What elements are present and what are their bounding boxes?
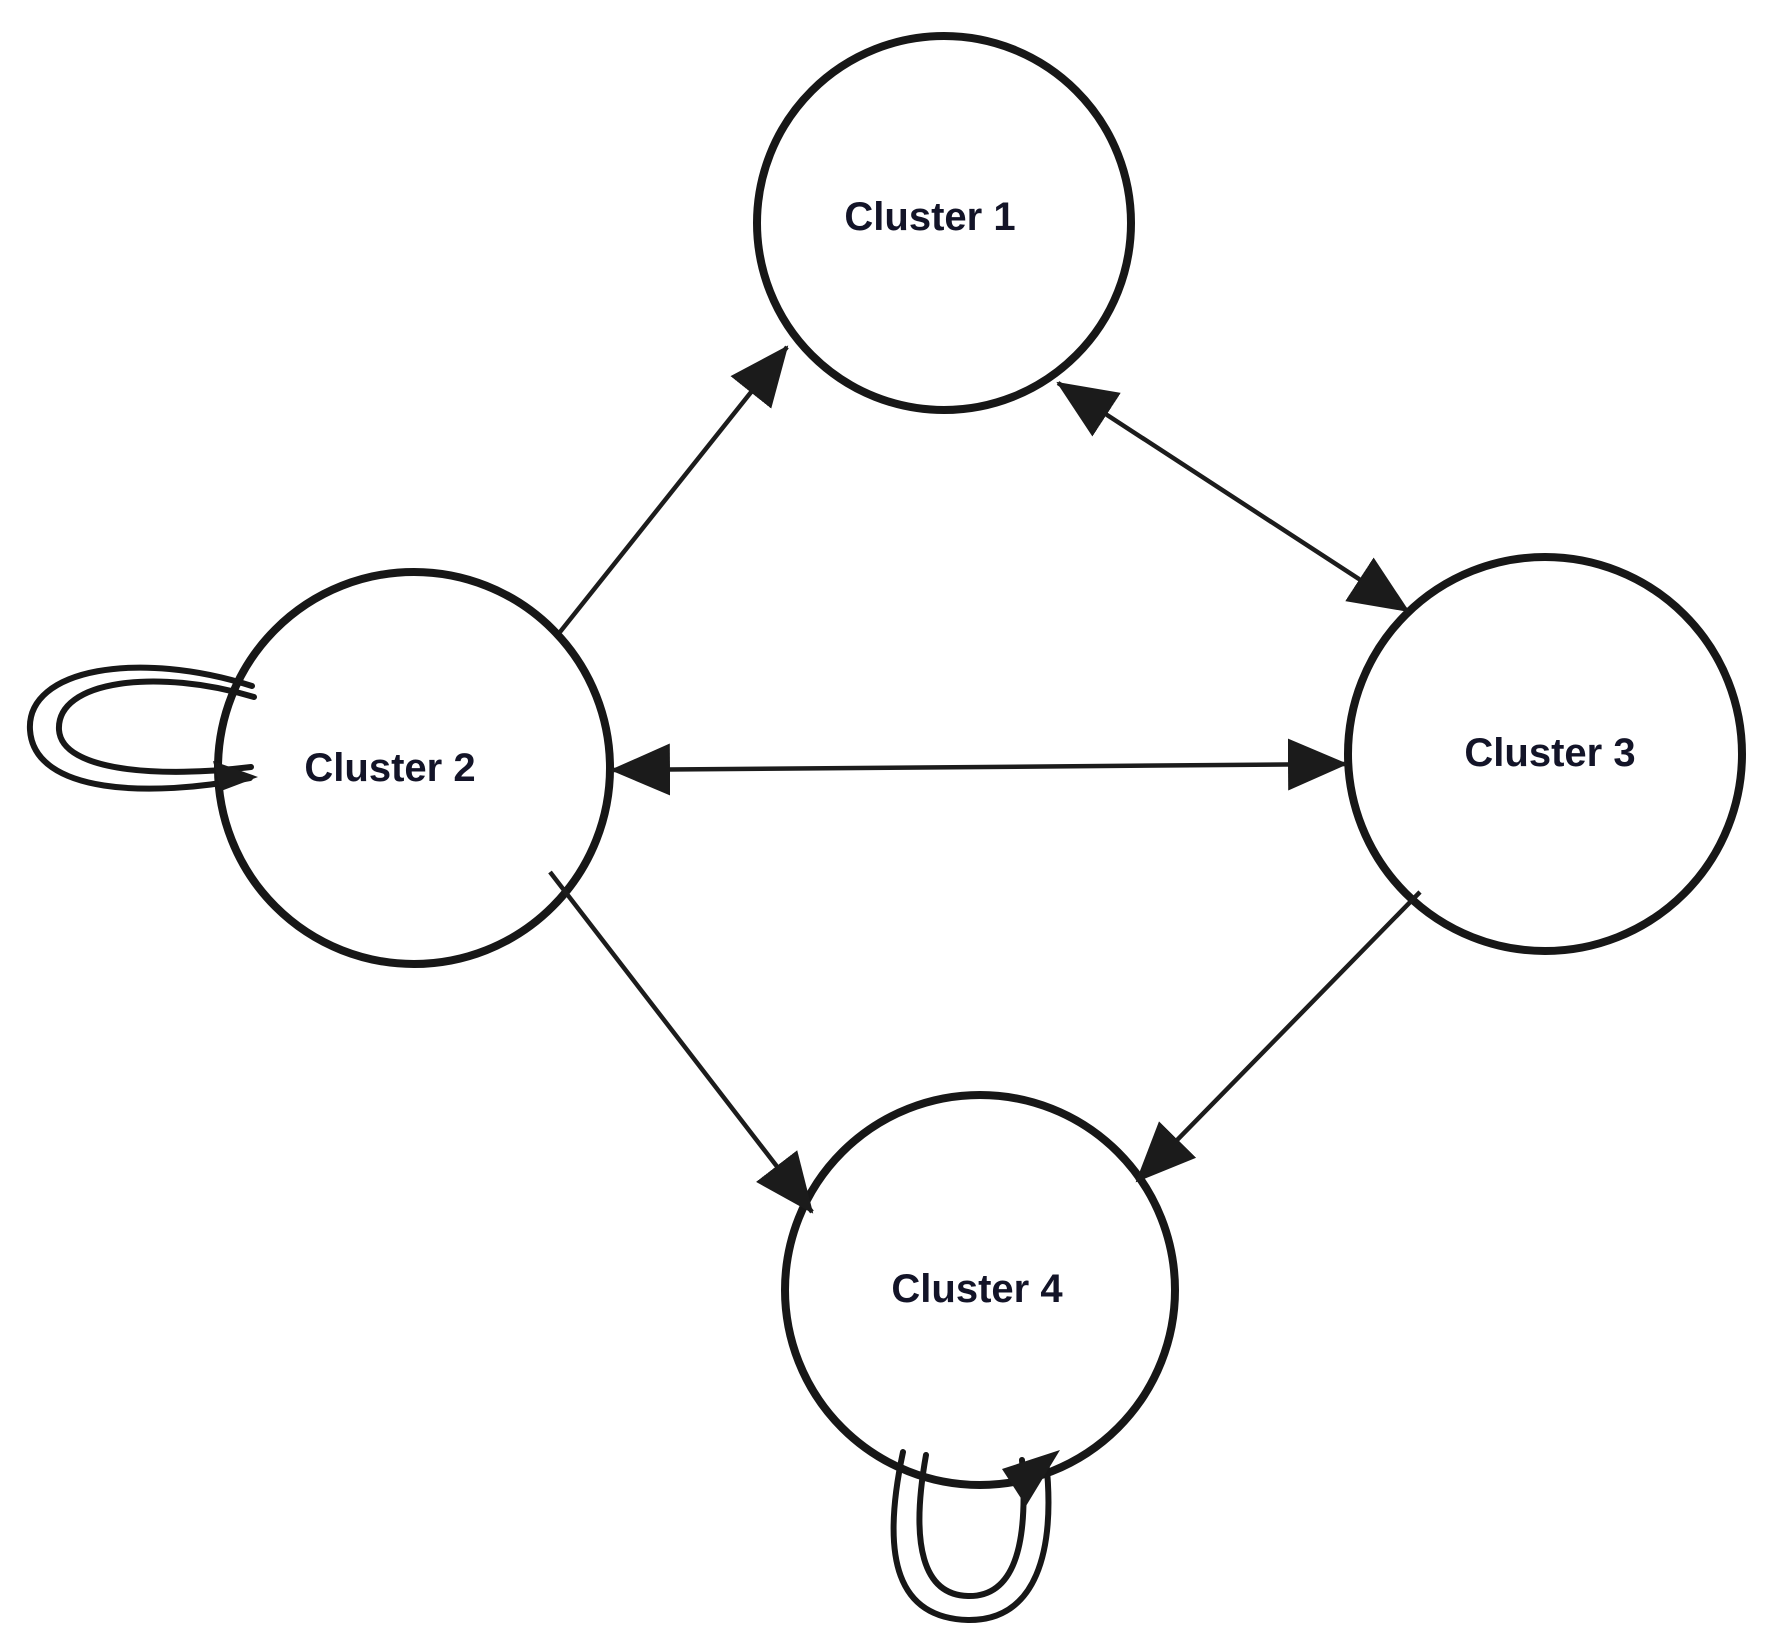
- node-cluster-1-label: Cluster 1: [844, 195, 1015, 239]
- edge-cluster2-to-cluster1-arrow: [558, 345, 789, 634]
- node-cluster-1-circle: [753, 32, 1135, 414]
- edge-cluster2-cluster3-bidirectional-arrow: [610, 738, 1348, 796]
- self-loop-cluster-4-arrowhead: [1002, 1450, 1060, 1506]
- edge-cluster1-cluster3-bidirectional-arrow: [1056, 381, 1410, 613]
- node-cluster-4-label: Cluster 4: [891, 1267, 1063, 1311]
- node-cluster-4-circle: [781, 1091, 1179, 1489]
- self-loop-cluster-2-arrowhead: [213, 761, 258, 791]
- node-cluster-3-circle: [1344, 553, 1746, 955]
- self-loop-cluster-2-inner-line: [55, 678, 257, 775]
- self-loop-cluster-4-inner-line: [916, 1452, 1027, 1600]
- edge-cluster3-to-cluster4-arrow: [1135, 890, 1422, 1183]
- self-loop-cluster-2: [26, 664, 258, 792]
- edge-cluster2-to-cluster4-arrow: [548, 870, 814, 1214]
- self-loop-cluster-4: [890, 1449, 1060, 1624]
- node-cluster-3-label: Cluster 3: [1464, 731, 1635, 775]
- node-cluster-2-label: Cluster 2: [304, 746, 475, 790]
- self-loop-cluster-2-outer-line: [26, 664, 255, 792]
- self-loop-cluster-4-outer-line: [890, 1449, 1052, 1624]
